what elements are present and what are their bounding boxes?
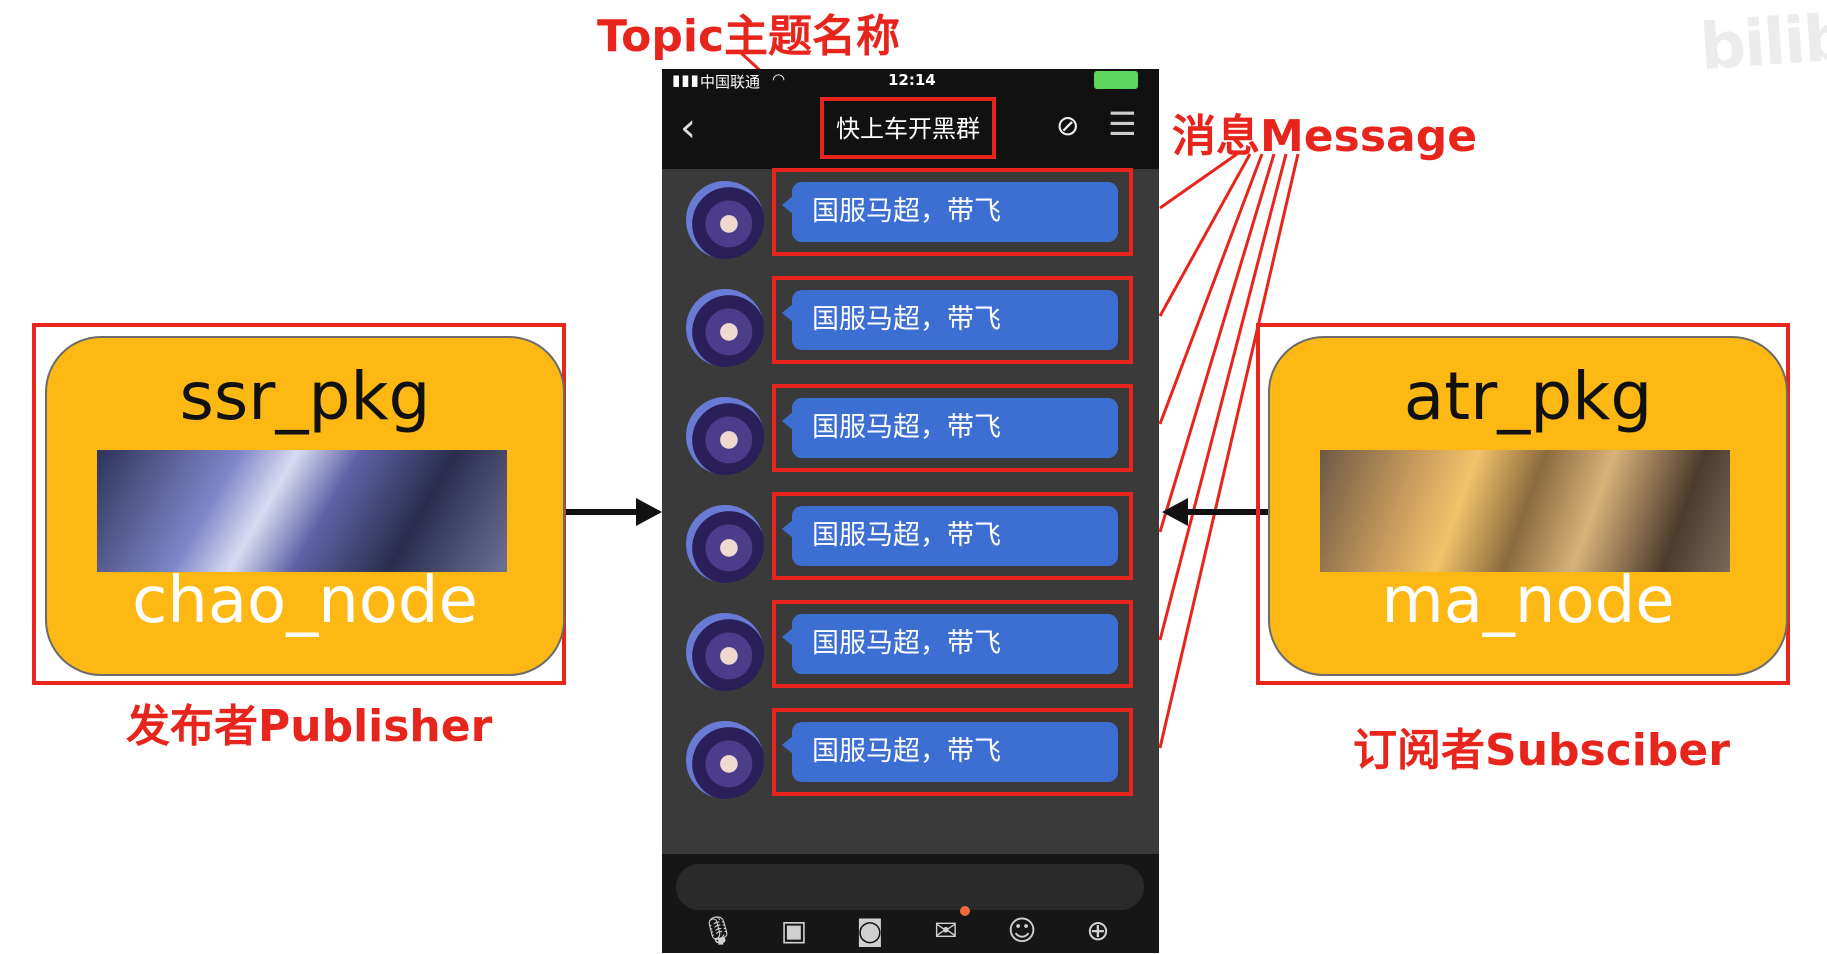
clock-text: 12:14 xyxy=(888,71,936,89)
emoji-icon[interactable]: ☺ xyxy=(1007,914,1037,947)
message-highlight-box xyxy=(772,276,1133,364)
subscriber-label: 订阅者Subsciber xyxy=(1353,725,1730,776)
message-bubble[interactable]: 国服马超，带飞 xyxy=(782,722,1118,782)
subscriber-highlight-box xyxy=(1256,323,1790,685)
battery-icon xyxy=(1094,71,1138,89)
topic-label: Topic主题名称 xyxy=(597,11,901,62)
subscriber-node-name: ma_node xyxy=(1381,564,1675,638)
phone-screen: ▮▮▮ 中国联通 ◠ 12:14 ‹ 快上车开黑群 ⊘ ☰ 国服马超，带飞 国服… xyxy=(662,69,1159,953)
message-bubble[interactable]: 国服马超，带飞 xyxy=(782,614,1118,674)
message-row: 国服马超，带飞 xyxy=(662,276,1159,379)
avatar[interactable] xyxy=(686,397,764,475)
message-row: 国服马超，带飞 xyxy=(662,168,1159,271)
avatar[interactable] xyxy=(686,505,764,583)
input-area: 🎙 ▣ ◙ ✉ ☺ ⊕ xyxy=(662,854,1159,953)
publisher-node-name: chao_node xyxy=(132,564,478,638)
message-row: 国服马超，带飞 xyxy=(662,708,1159,811)
message-row: 国服马超，带飞 xyxy=(662,384,1159,487)
topic-highlight-box xyxy=(820,97,996,159)
message-highlight-box xyxy=(772,384,1133,472)
status-bar: ▮▮▮ 中国联通 ◠ 12:14 xyxy=(662,69,1159,93)
publisher-node: ssr_pkg chao_node xyxy=(45,336,565,676)
chat-header: ‹ 快上车开黑群 ⊘ ☰ xyxy=(662,93,1159,169)
avatar[interactable] xyxy=(686,613,764,691)
avatar[interactable] xyxy=(686,721,764,799)
message-bubble[interactable]: 国服马超，带飞 xyxy=(782,290,1118,350)
subscriber-image xyxy=(1320,450,1730,572)
signal-icon: ▮▮▮ xyxy=(672,71,700,89)
avatar[interactable] xyxy=(686,181,764,259)
menu-icon[interactable]: ☰ xyxy=(1108,105,1137,143)
subscriber-pkg-name: atr_pkg xyxy=(1403,358,1653,435)
plus-icon[interactable]: ⊕ xyxy=(1086,914,1110,947)
microphone-icon[interactable]: 🎙 xyxy=(700,914,736,947)
image-icon[interactable]: ▣ xyxy=(780,914,808,947)
subscriber-node: atr_pkg ma_node xyxy=(1268,336,1788,676)
publisher-label: 发布者Publisher xyxy=(126,701,493,752)
message-list: 国服马超，带飞 国服马超，带飞 国服马超，带飞 国服马超，带飞 国服马超，带飞 … xyxy=(662,168,1159,854)
message-highlight-box xyxy=(772,168,1133,256)
red-packet-icon[interactable]: ✉ xyxy=(934,914,958,947)
publisher-image xyxy=(97,450,507,572)
message-highlight-box xyxy=(772,600,1133,688)
carrier-text: 中国联通 xyxy=(700,73,761,91)
message-bubble[interactable]: 国服马超，带飞 xyxy=(782,182,1118,242)
chat-title: 快上车开黑群 xyxy=(836,115,980,143)
message-bubble[interactable]: 国服马超，带飞 xyxy=(782,506,1118,566)
avatar[interactable] xyxy=(686,289,764,367)
message-bubble[interactable]: 国服马超，带飞 xyxy=(782,398,1118,458)
camera-icon[interactable]: ◙ xyxy=(856,914,884,947)
message-highlight-box xyxy=(772,492,1133,580)
message-label: 消息Message xyxy=(1172,111,1478,162)
notification-dot xyxy=(960,906,970,916)
message-row: 国服马超，带飞 xyxy=(662,492,1159,595)
back-icon[interactable]: ‹ xyxy=(680,105,696,151)
message-highlight-box xyxy=(772,708,1133,796)
group-settings-icon[interactable]: ⊘ xyxy=(1056,109,1080,142)
message-input[interactable] xyxy=(676,864,1144,910)
message-row: 国服马超，带飞 xyxy=(662,600,1159,703)
wifi-icon: ◠ xyxy=(772,70,786,88)
publisher-pkg-name: ssr_pkg xyxy=(179,358,431,435)
